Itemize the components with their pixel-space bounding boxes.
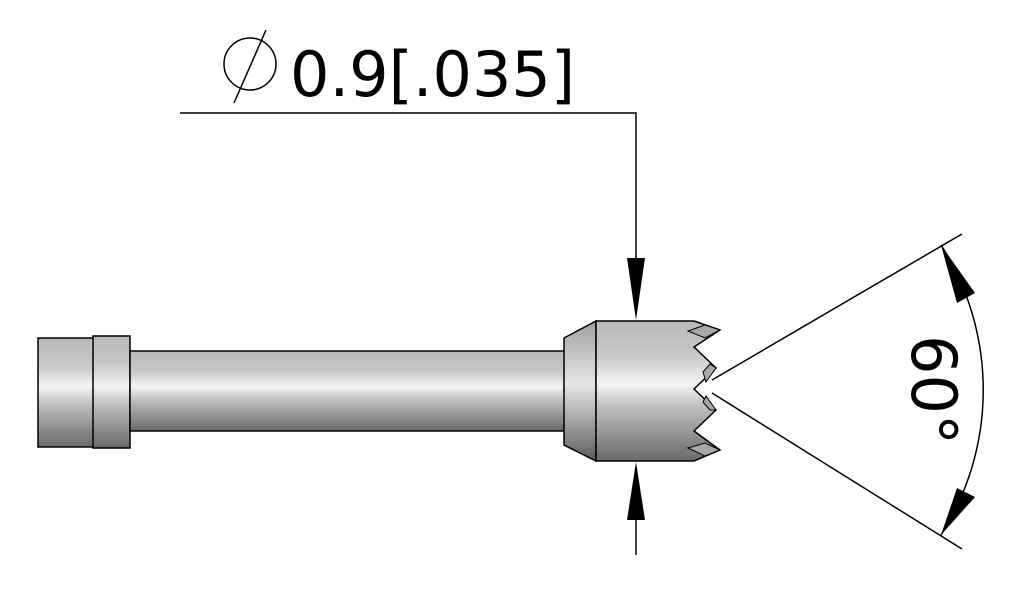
part-body bbox=[37, 319, 722, 463]
tooth-facet bbox=[686, 324, 722, 339]
chamfer bbox=[563, 319, 597, 463]
arrow-up-icon bbox=[627, 462, 645, 520]
diameter-symbol-icon bbox=[223, 29, 277, 104]
tooth-facet bbox=[702, 363, 717, 384]
crown-head bbox=[595, 320, 722, 462]
angle-extension-upper bbox=[711, 233, 963, 381]
arrow-angle-bottom-icon bbox=[941, 488, 975, 535]
angle-label: 60° bbox=[897, 335, 970, 445]
arrow-angle-top-icon bbox=[941, 245, 975, 303]
tooth-facet bbox=[686, 442, 722, 457]
leader-line bbox=[180, 112, 637, 262]
tooth-facet bbox=[702, 395, 717, 411]
arrow-down-icon bbox=[627, 258, 645, 320]
end-cap bbox=[37, 337, 95, 448]
diameter-label: 0.9[.035] bbox=[290, 38, 575, 111]
diameter-dimension: 0.9[.035] bbox=[180, 29, 645, 555]
shaft bbox=[129, 350, 568, 432]
angle-extension-lower bbox=[711, 392, 963, 550]
angle-dimension: 60° bbox=[711, 233, 984, 550]
collar bbox=[92, 335, 131, 449]
